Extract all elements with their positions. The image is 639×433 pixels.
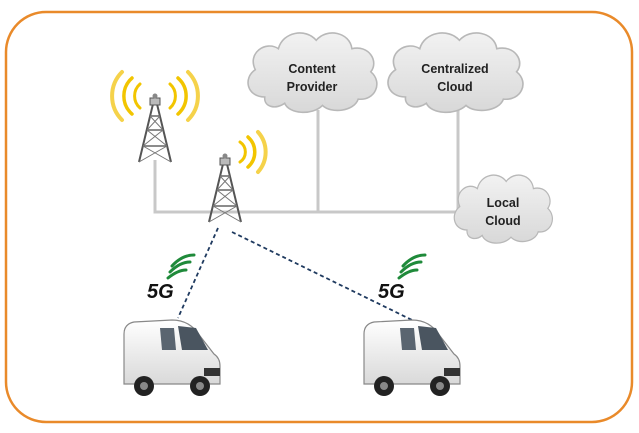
content-provider-label-1: Content <box>288 62 336 76</box>
backbone-line <box>153 160 470 214</box>
5g-badge-left: 5G <box>147 281 174 303</box>
5g-badge-right: 5G <box>378 281 405 303</box>
diagram-frame <box>4 10 634 424</box>
wireless-link-right-van <box>231 231 413 321</box>
5g-logo-icon: 5G <box>147 253 196 303</box>
wireless-links <box>177 227 413 321</box>
van-icon <box>363 319 461 396</box>
wired-links <box>153 110 470 214</box>
signal-waves-icon <box>238 130 268 174</box>
content-provider-label-2: Provider <box>287 80 338 94</box>
wireless-link-left-van <box>177 227 219 319</box>
5g-logo-icon: 5G <box>378 253 427 303</box>
centralized-cloud-label-1: Centralized <box>421 62 488 76</box>
local-cloud-label-2: Cloud <box>485 214 520 228</box>
van-icon <box>123 319 221 396</box>
signal-waves-icon <box>110 70 200 122</box>
centralized-cloud-label-2: Cloud <box>437 80 472 94</box>
local-cloud-label-1: Local <box>487 196 520 210</box>
